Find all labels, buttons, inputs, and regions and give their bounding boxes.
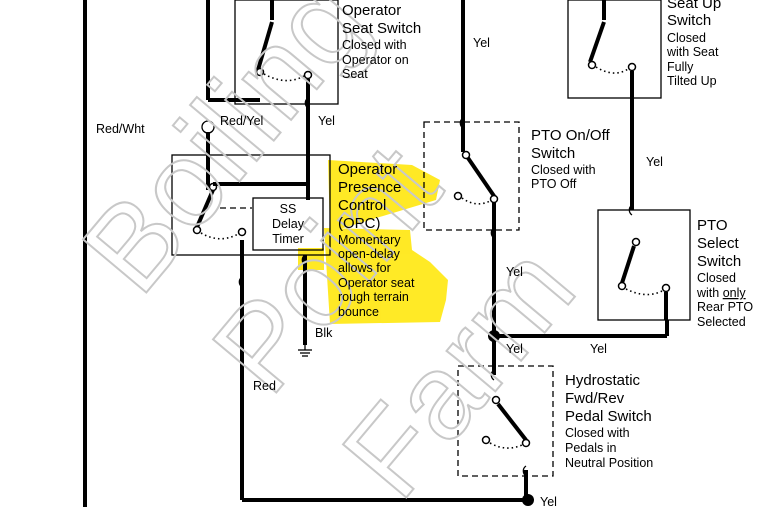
hydro-desc-1: Closed with xyxy=(565,426,630,440)
label-red-wht: Red/Wht xyxy=(96,122,145,136)
opc-highlight xyxy=(298,160,448,324)
label-yel-top: Yel xyxy=(473,36,490,50)
seat-up-switch xyxy=(567,0,662,100)
hydro-title-2: Fwd/Rev xyxy=(565,390,625,407)
wires xyxy=(83,0,669,507)
hydro-pedal-switch xyxy=(457,365,554,477)
label-red: Red xyxy=(253,379,276,393)
opc-note-5: rough terrain xyxy=(338,290,409,304)
label-yel-pto: Yel xyxy=(506,265,523,279)
label-red-yel: Red/Yel xyxy=(220,114,263,128)
hydro-desc-3: Neutral Position xyxy=(565,456,653,470)
hydro-desc-2: Pedals in xyxy=(565,441,616,455)
seat-switch-title-1: Operator xyxy=(342,2,401,19)
opc-title-3: Control xyxy=(338,197,386,214)
label-yel-cross: Yel xyxy=(590,342,607,356)
pto-select-title-1: PTO xyxy=(697,217,728,234)
pto-select-title-3: Switch xyxy=(697,253,741,270)
seat-switch-desc-1: Closed with xyxy=(342,38,407,52)
opc-note-1: Momentary xyxy=(338,233,401,247)
pto-select-desc-2: with only xyxy=(696,286,746,300)
label-blk: Blk xyxy=(315,326,333,340)
junction-dot xyxy=(488,330,500,342)
pto-onoff-switch xyxy=(423,117,520,239)
pto-select-title-2: Select xyxy=(697,235,740,252)
timer-label-2: Delay xyxy=(272,217,305,231)
timer-label-1: SS xyxy=(280,202,297,216)
seat-switch-title-2: Seat Switch xyxy=(342,20,421,37)
opc-note-6: bounce xyxy=(338,305,379,319)
opc-note-4: Operator seat xyxy=(338,276,415,290)
opc-labels: SS Delay Timer Operator Presence Control… xyxy=(272,161,415,319)
pto-select-labels: PTO Select Switch Closed with only Rear … xyxy=(696,217,753,329)
seat-switch-box xyxy=(234,0,339,105)
label-yel-seat: Yel xyxy=(318,114,335,128)
seat-up-labels: Seat Up Switch Closed with Seat Fully Ti… xyxy=(666,0,721,88)
ground-icon xyxy=(298,345,312,357)
pto-onoff-box xyxy=(423,121,520,231)
seat-up-desc-1: Closed xyxy=(667,31,706,45)
timer-label-3: Timer xyxy=(272,232,303,246)
junction-dot-bottom xyxy=(522,494,534,506)
pto-select-switch xyxy=(597,204,691,321)
label-yel-bottom: Yel xyxy=(540,495,557,507)
wire-labels: Red/Wht Red/Yel Yel Yel Yel Yel Yel Yel … xyxy=(96,36,663,507)
opc-title-4: (OPC) xyxy=(338,215,381,232)
hydro-title-1: Hydrostatic xyxy=(565,372,641,389)
seat-up-desc-3: Fully xyxy=(667,60,694,74)
seat-switch xyxy=(234,0,339,105)
pto-select-box xyxy=(597,209,691,321)
opc-title-2: Presence xyxy=(338,179,401,196)
seat-switch-desc-2: Operator on xyxy=(342,53,409,67)
hydro-labels: Hydrostatic Fwd/Rev Pedal Switch Closed … xyxy=(565,372,653,470)
pto-onoff-desc-1: Closed with xyxy=(531,163,596,177)
label-yel-junction: Yel xyxy=(506,342,523,356)
seat-switch-desc-3: Seat xyxy=(342,67,368,81)
hydro-box xyxy=(457,365,554,477)
pto-onoff-desc-2: PTO Off xyxy=(531,177,577,191)
pto-select-desc-4: Selected xyxy=(697,315,746,329)
seat-switch-labels: Operator Seat Switch Closed with Operato… xyxy=(342,2,421,81)
opc-note-2: open-delay xyxy=(338,247,401,261)
seat-up-desc-4: Tilted Up xyxy=(667,74,717,88)
seat-up-desc-2: with Seat xyxy=(666,45,719,59)
pto-onoff-labels: PTO On/Off Switch Closed with PTO Off xyxy=(531,127,610,191)
opc-note-3: allows for xyxy=(338,261,391,275)
seat-up-title-2: Switch xyxy=(667,12,711,29)
pto-onoff-title-1: PTO On/Off xyxy=(531,127,610,144)
seat-up-title-1: Seat Up xyxy=(667,0,721,12)
pto-select-desc-3: Rear PTO xyxy=(697,300,753,314)
opc-module xyxy=(171,97,331,357)
ss-delay-timer-box xyxy=(252,197,324,251)
opc-title-1: Operator xyxy=(338,161,397,178)
opc-box xyxy=(171,154,331,256)
hydro-title-3: Pedal Switch xyxy=(565,408,652,425)
pto-onoff-title-2: Switch xyxy=(531,145,575,162)
label-yel-seatup: Yel xyxy=(646,155,663,169)
pto-select-desc-1: Closed xyxy=(697,271,736,285)
seat-up-switch-box xyxy=(567,0,662,99)
